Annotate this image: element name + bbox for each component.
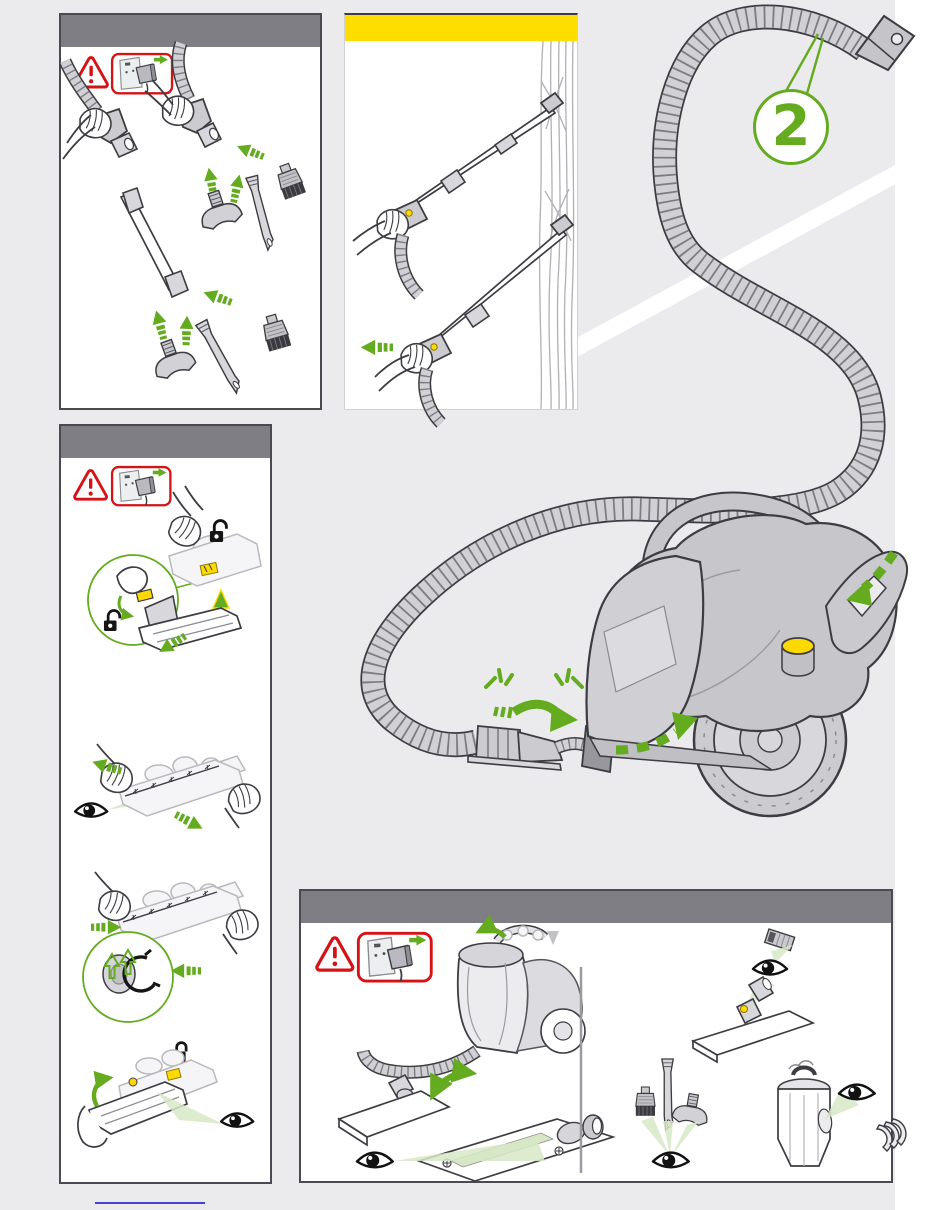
panel-attach-tools-art — [59, 40, 307, 396]
turbine-head — [168, 533, 262, 587]
eye-icon — [837, 1083, 876, 1101]
brush-tool-icon — [273, 160, 307, 201]
eye-icon — [751, 959, 789, 976]
hose-handle-right — [144, 40, 223, 149]
upholstery-tool-icon — [670, 1090, 712, 1128]
green-arrows-lower — [149, 285, 234, 346]
view-cone — [663, 1121, 673, 1155]
warning-triangle-icon — [73, 469, 108, 501]
crevice-tool-icon — [245, 174, 277, 252]
unplug-socket-icon — [110, 465, 173, 508]
panel-storage — [299, 889, 907, 1183]
crevice-tool-icon — [195, 318, 245, 396]
green-arrow-icon — [172, 808, 206, 835]
stair-tool — [763, 928, 796, 952]
unplug-socket-icon — [358, 933, 431, 981]
eye-icon — [219, 1112, 255, 1128]
upholstery-tool-icon — [146, 333, 199, 382]
view-cone — [672, 1121, 699, 1155]
bin-inspect — [777, 1060, 833, 1167]
panel-curtains-art — [352, 40, 575, 428]
swap-tools-arrow — [430, 1057, 478, 1101]
eye-icon — [355, 1151, 394, 1169]
panel-curtains — [344, 13, 578, 428]
scene-remove-brushbar — [82, 871, 262, 1023]
view-cone — [771, 945, 793, 963]
warning-triangle-icon — [315, 936, 355, 972]
brush-tool-icon — [635, 1086, 656, 1117]
eye-icon — [651, 1151, 690, 1169]
view-cone — [825, 1089, 859, 1119]
stored-vacuum — [356, 914, 586, 1079]
hand-on-latch — [163, 485, 207, 553]
wand — [119, 186, 190, 299]
flat-floor-tool — [337, 1073, 452, 1147]
soleplate — [137, 607, 243, 651]
step-number: 2 — [771, 94, 811, 159]
eye-icon — [73, 802, 109, 818]
scene-inspect-brushbar — [73, 743, 264, 835]
scene-refit-soleplate — [77, 1041, 255, 1148]
wand-at-curtain-upper — [352, 91, 565, 300]
green-arrow-icon — [91, 920, 122, 935]
view-cone — [641, 1117, 669, 1155]
panel-curtains-header — [345, 15, 577, 41]
panel-storage-header — [301, 891, 891, 923]
step-badge: 2 — [753, 89, 829, 165]
floor-tool-inspect — [690, 975, 816, 1064]
panel-attach-tools — [59, 13, 322, 410]
panel-brushbar-service-header — [61, 426, 270, 458]
hose-fragment — [875, 1118, 907, 1152]
crevice-tool-icon — [661, 1058, 674, 1131]
hose-handle-left — [59, 58, 139, 160]
unplug-socket-icon — [110, 52, 174, 96]
green-arrow-icon — [170, 963, 201, 978]
wand-at-curtain-lower — [360, 213, 575, 428]
brush-tool-icon — [259, 311, 292, 353]
scene-unlock-soleplate — [87, 485, 262, 659]
panel-brushbar-service-art — [73, 465, 264, 1148]
panel-brushbar-service — [59, 424, 272, 1184]
panel-attach-tools-header — [61, 15, 320, 47]
panel-storage-art — [315, 914, 907, 1182]
hyperlink-underline[interactable] — [95, 1202, 205, 1204]
view-cone — [393, 1139, 545, 1161]
